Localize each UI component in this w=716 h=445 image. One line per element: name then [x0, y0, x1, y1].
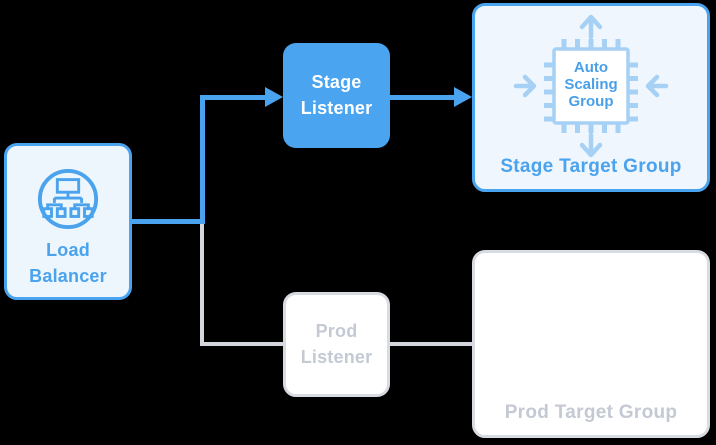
connector-stage-riser	[200, 95, 205, 224]
auto-scaling-group-figure: Auto Scaling Group	[475, 12, 707, 160]
connector-stage-listener-to-target	[390, 95, 455, 100]
scale-down-arrow-icon	[579, 132, 603, 158]
connector-lb-branch	[132, 219, 205, 224]
prod-target-group-node: Prod Target Group	[472, 250, 710, 438]
load-balancer-label: Load Balancer	[29, 240, 107, 286]
asg-text-line2: Scaling	[564, 76, 617, 93]
connector-to-prod-listener	[200, 342, 283, 346]
scale-in-left-arrow-icon	[513, 74, 537, 98]
scale-in-right-arrow-icon	[645, 74, 669, 98]
auto-scaling-chip-icon: Auto Scaling Group	[513, 14, 669, 158]
arrowhead-into-stage-target-group	[454, 87, 472, 107]
prod-listener-label: Prod Listener	[300, 320, 373, 367]
stage-listener-label: Stage Listener	[300, 71, 373, 118]
connector-prod-listener-to-target	[390, 342, 472, 346]
scale-up-arrow-icon	[579, 14, 603, 40]
chip-pins	[544, 39, 638, 133]
arrowhead-into-stage-listener	[265, 87, 283, 107]
stage-listener-node: Stage Listener	[283, 43, 390, 148]
prod-target-group-label: Prod Target Group	[504, 402, 678, 423]
connector-to-stage-listener	[200, 95, 266, 100]
load-balancer-icon	[37, 168, 99, 230]
asg-text-line1: Auto	[574, 59, 608, 76]
prod-listener-node: Prod Listener	[283, 292, 390, 397]
asg-text-line3: Group	[569, 93, 614, 110]
load-balancer-node: Load Balancer	[4, 143, 132, 300]
stage-target-group-node: Auto Scaling Group Stage Target Group	[472, 3, 710, 192]
connector-prod-drop	[200, 224, 204, 346]
stage-target-group-label: Stage Target Group	[500, 156, 682, 177]
